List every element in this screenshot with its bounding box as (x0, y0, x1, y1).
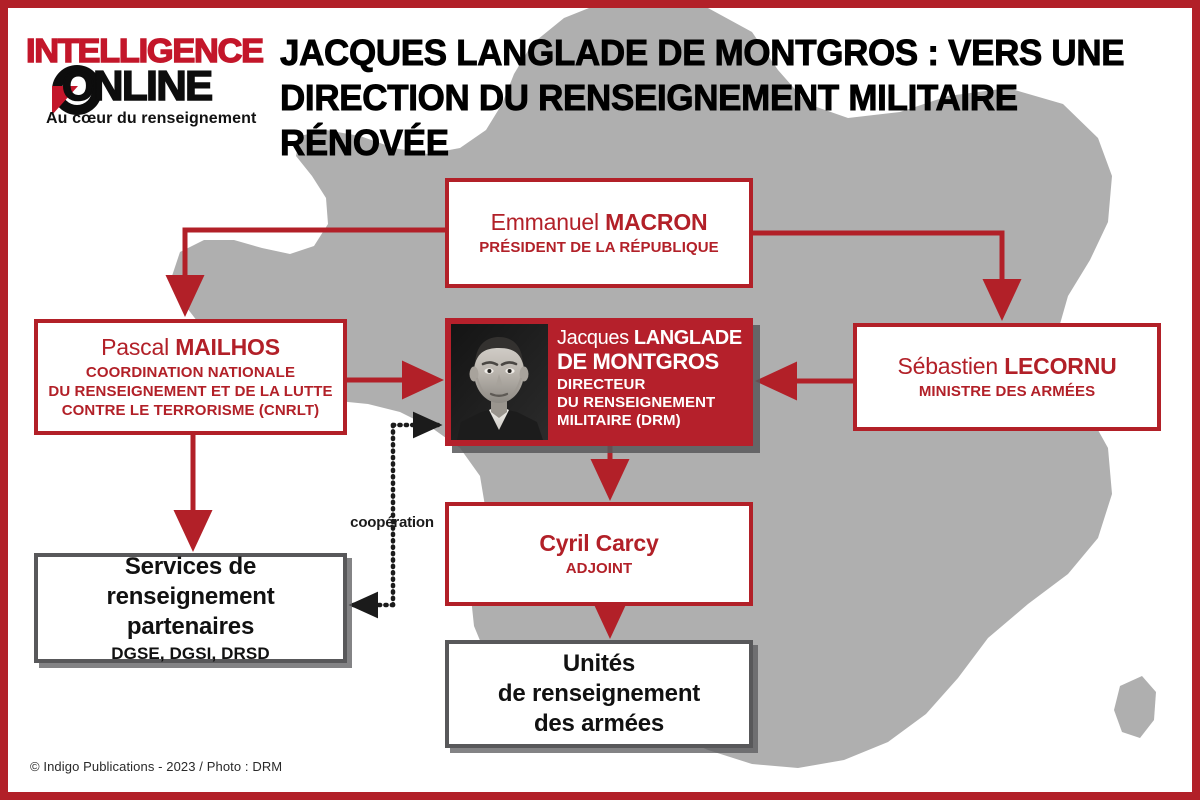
cooperation-label: coopération (350, 514, 434, 531)
node-unites-title: Unités de renseignement des armées (498, 649, 700, 739)
node-mailhos-subtitle-line1: COORDINATION NATIONALE (85, 364, 296, 381)
node-langlade-de-montgros[interactable]: Jacques LANGLADE DE MONTGROS DIRECTEUR D… (445, 318, 753, 446)
node-services-title-line1: Services de renseignement (106, 553, 275, 610)
node-services-partenaires[interactable]: Services de renseignement partenaires DG… (34, 553, 347, 663)
edge-macron-to-mailhos (165, 227, 445, 318)
node-mailhos-subtitle-line2: DU RENSEIGNEMENT ET DE LA LUTTE (48, 383, 333, 400)
logo-intelligence-word: INTELLIGENCE (25, 31, 264, 69)
node-langlade-role-line1: DIRECTEUR (557, 376, 646, 393)
node-services-title-line2: partenaires (126, 613, 255, 640)
node-macron-lastname: MACRON (605, 209, 708, 235)
infographic-canvas: INTELLIGENCE ONLINE Au cœur du renseigne… (8, 8, 1192, 792)
node-macron-firstname: Emmanuel (490, 209, 600, 235)
logo-line2: ONLINE (22, 61, 272, 115)
node-langlade-role-line2: DU RENSEIGNEMENT (557, 394, 716, 411)
node-unites-title-line1: Unités (562, 650, 636, 677)
node-mailhos-firstname: Pascal (101, 334, 169, 360)
node-lecornu[interactable]: Sébastien LECORNU MINISTRE DES ARMÉES (853, 323, 1161, 431)
node-lecornu-name: Sébastien LECORNU (897, 353, 1116, 380)
node-unites-renseignement[interactable]: Unités de renseignement des armées (445, 640, 753, 748)
logo-online-word: ONLINE (61, 61, 214, 110)
node-mailhos-subtitle-line3: CONTRE LE TERRORISME (CNRLT) (61, 402, 320, 419)
node-mailhos-lastname: MAILHOS (175, 334, 280, 360)
node-mailhos-name: Pascal MAILHOS (101, 334, 280, 361)
node-mailhos-subtitle: COORDINATION NATIONALE DU RENSEIGNEMENT … (48, 363, 332, 420)
node-langlade-role-line3: MILITAIRE (DRM) (557, 412, 681, 429)
node-langlade-name-line1: Jacques LANGLADE (557, 327, 747, 349)
node-lecornu-subtitle: MINISTRE DES ARMÉES (918, 383, 1096, 400)
logo-wedge-icon (52, 86, 78, 115)
node-unites-title-line2: de renseignement (497, 680, 701, 707)
footer-credit: © Indigo Publications - 2023 / Photo : D… (30, 759, 283, 774)
node-lecornu-lastname: LECORNU (1004, 353, 1117, 379)
avatar (451, 324, 548, 440)
node-carcy[interactable]: Cyril Carcy ADJOINT (445, 502, 753, 606)
node-services-title: Services de renseignement partenaires (38, 552, 343, 642)
node-langlade-firstname: Jacques (557, 327, 629, 349)
node-lecornu-firstname: Sébastien (897, 353, 998, 379)
node-carcy-subtitle: ADJOINT (565, 560, 633, 577)
node-langlade-role: DIRECTEUR DU RENSEIGNEMENT MILITAIRE (DR… (557, 376, 747, 430)
brand-logo[interactable]: INTELLIGENCE ONLINE Au cœur du renseigne… (22, 20, 272, 128)
edge-macron-to-lecornu (753, 230, 1022, 322)
node-macron-subtitle: PRÉSIDENT DE LA RÉPUBLIQUE (479, 239, 719, 256)
logo-line1: INTELLIGENCE (22, 31, 272, 69)
node-macron[interactable]: Emmanuel MACRON PRÉSIDENT DE LA RÉPUBLIQ… (445, 178, 753, 288)
node-carcy-name: Cyril Carcy (539, 530, 659, 556)
node-unites-title-line3: des armées (533, 710, 665, 737)
node-langlade-name-line2: DE MONTGROS (557, 349, 719, 374)
logo-tagline: Au cœur du renseignement (46, 110, 257, 127)
page-title: JACQUES LANGLADE DE MONTGROS : VERS UNE … (280, 32, 1125, 164)
node-langlade-text: Jacques LANGLADE DE MONTGROS DIRECTEUR D… (548, 318, 753, 446)
node-macron-name: Emmanuel MACRON (491, 209, 708, 236)
header: INTELLIGENCE ONLINE Au cœur du renseigne… (8, 8, 1192, 163)
node-mailhos[interactable]: Pascal MAILHOS COORDINATION NATIONALE DU… (34, 319, 347, 435)
node-langlade-lastname-part1: LANGLADE (633, 327, 742, 349)
node-services-subtitle: DGSE, DGSI, DRSD (111, 644, 270, 663)
